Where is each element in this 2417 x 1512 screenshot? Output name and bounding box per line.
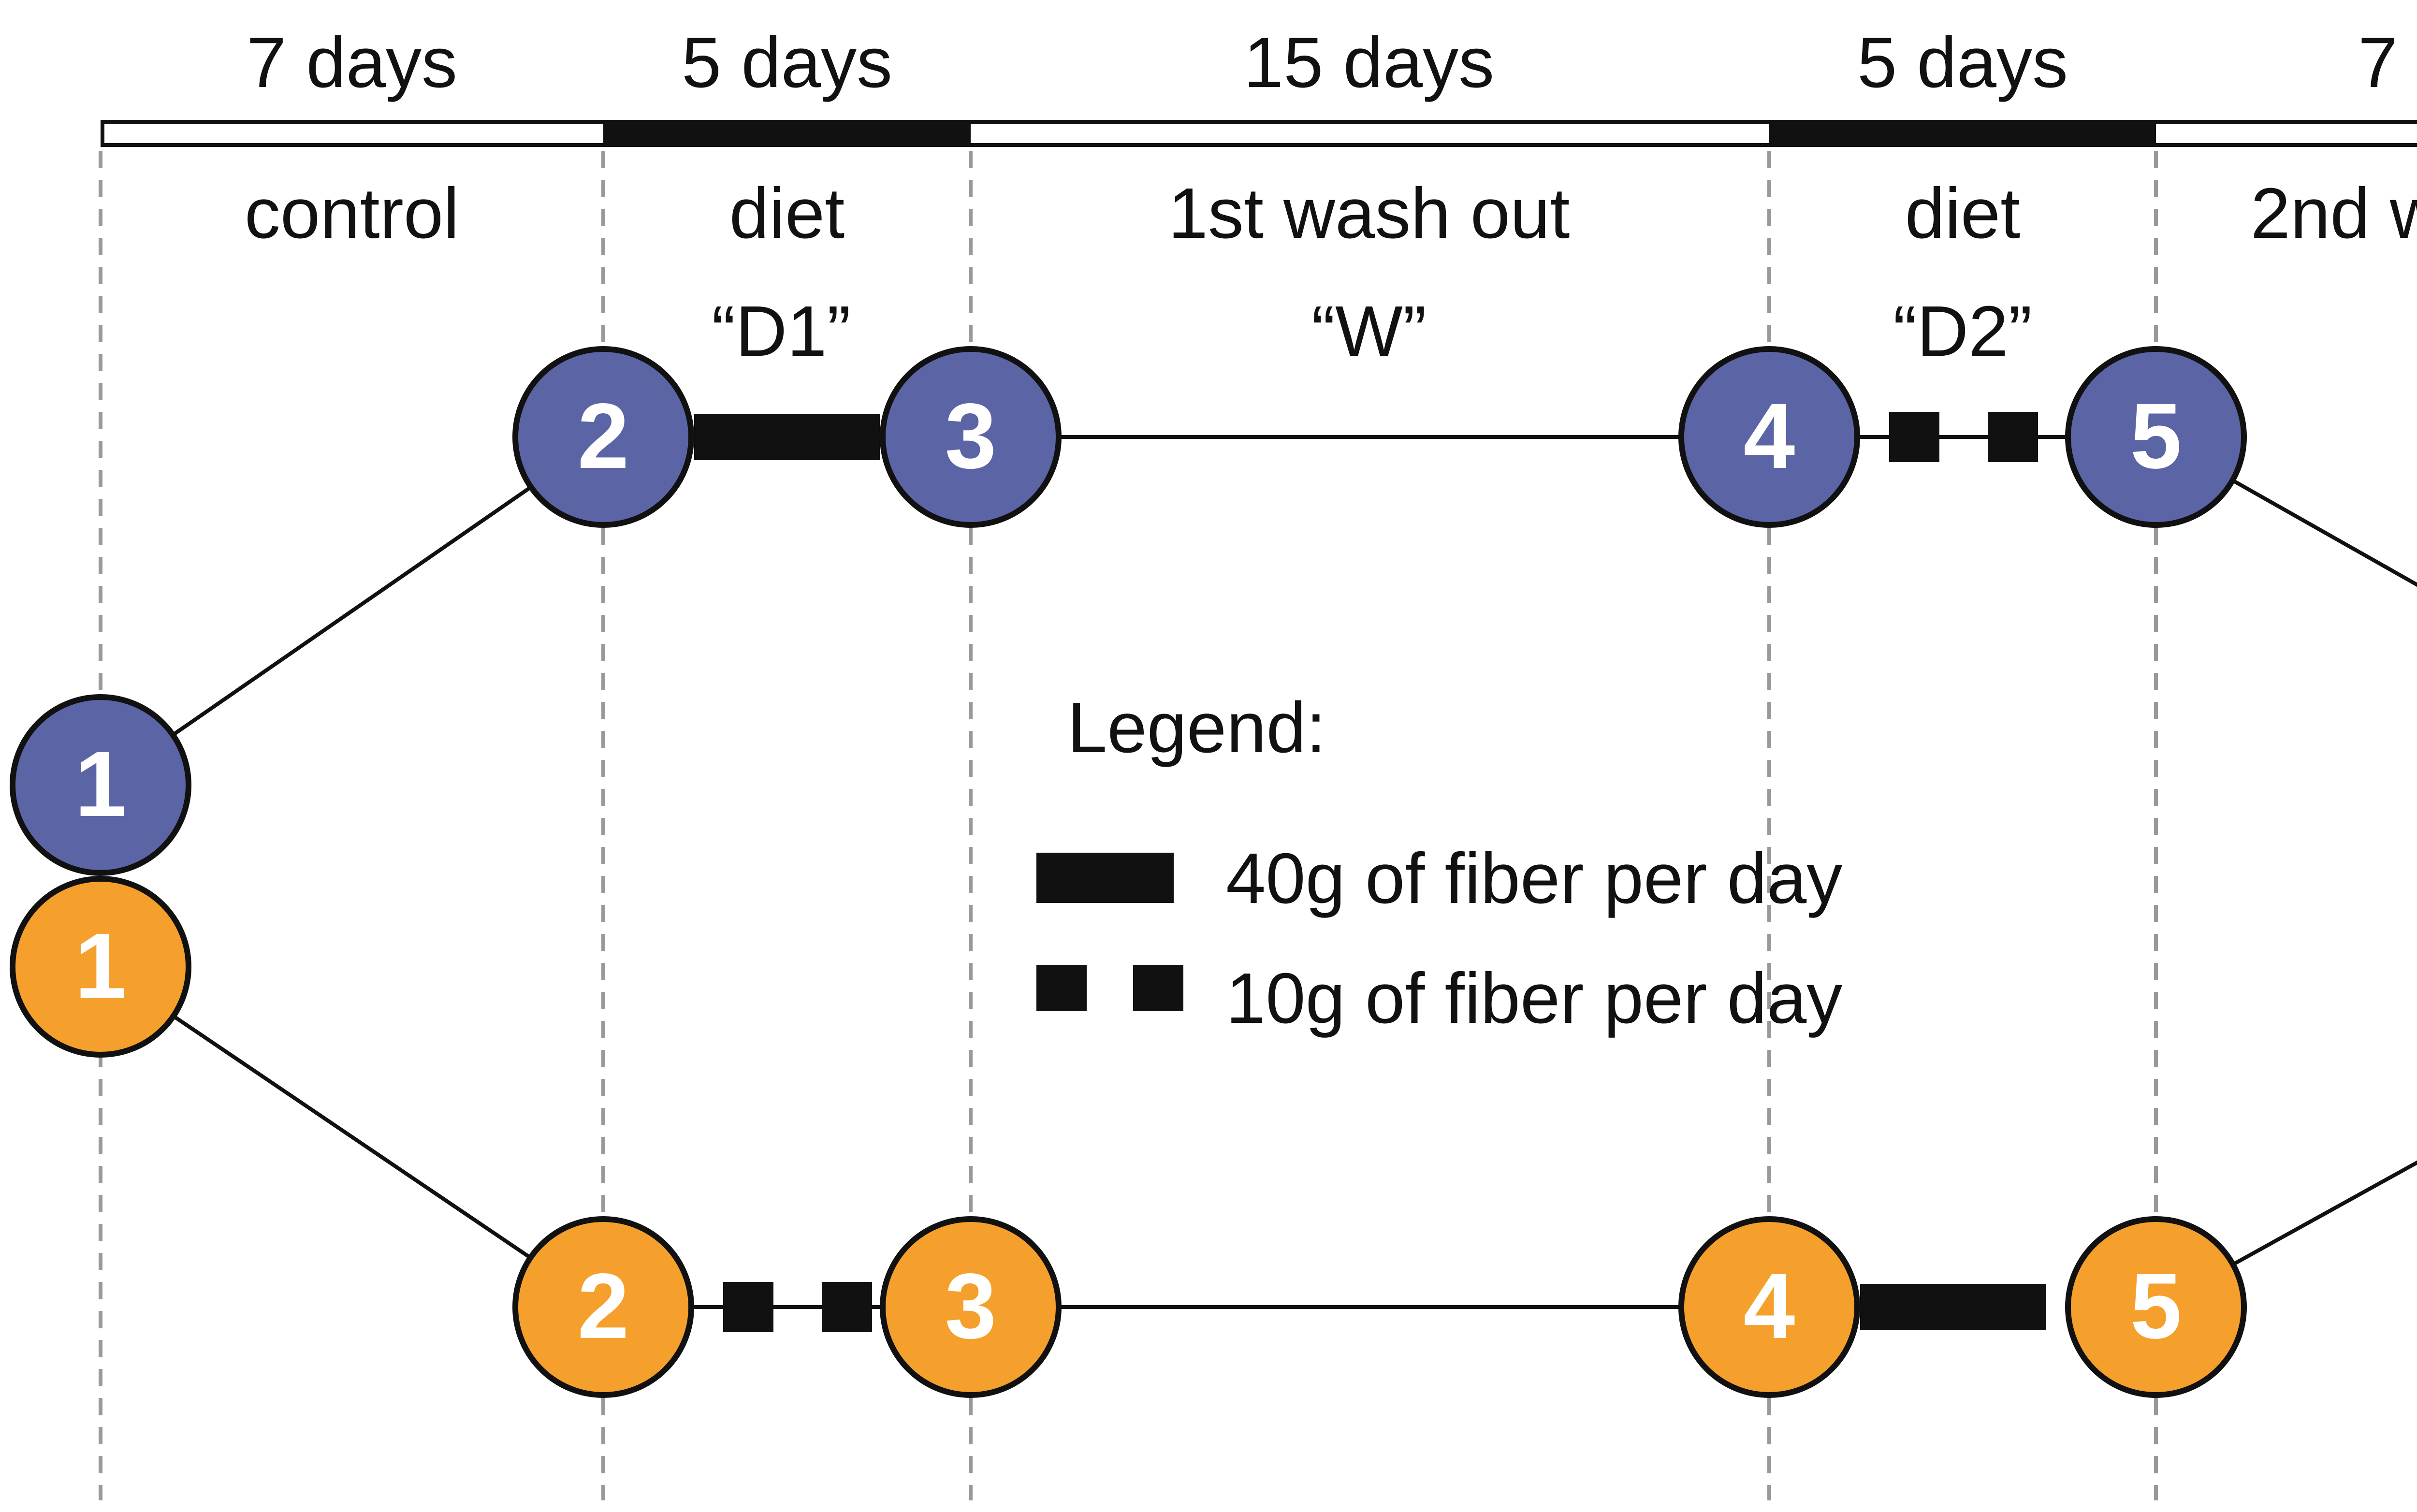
phase-label-washout2: 2nd wash out <box>2250 174 2417 253</box>
connector-blue-5-6 <box>2155 435 2417 587</box>
node-blue-1: 1 <box>10 694 191 876</box>
node-orange-1: 1 <box>10 876 191 1058</box>
dose-40g-bar-blue-d1 <box>694 414 880 460</box>
node-blue-2: 2 <box>512 346 694 528</box>
dose-10g-square-blue-d2-b <box>1988 412 2038 462</box>
legend-40g-symbol <box>1036 853 1174 903</box>
dose-10g-square-orange-d1-a <box>723 1282 773 1332</box>
duration-label-diet2: 5 days <box>1857 23 2068 102</box>
node-blue-3: 3 <box>880 346 1062 528</box>
connector-orange-1-2 <box>99 965 605 1309</box>
legend-title: Legend: <box>1067 688 1326 768</box>
code-label-d1: “D1” <box>712 292 851 371</box>
node-blue-4: 4 <box>1678 346 1860 528</box>
legend-10g-symbol-a <box>1036 965 1087 1011</box>
phase-label-diet1: diet <box>729 174 845 253</box>
phase-label-diet2: diet <box>1905 174 2021 253</box>
duration-label-control: 7 days <box>246 23 458 102</box>
duration-label-washout2: 7 days <box>2358 23 2417 102</box>
node-orange-5: 5 <box>2065 1216 2247 1398</box>
node-orange-3: 3 <box>880 1216 1062 1398</box>
phase-label-washout1: 1st wash out <box>1168 174 1570 253</box>
code-label-d2: “D2” <box>1893 292 2032 371</box>
dose-40g-bar-orange-d2 <box>1860 1284 2046 1330</box>
phase-label-control: control <box>244 174 460 253</box>
node-orange-2: 2 <box>512 1216 694 1398</box>
timeline-diet-segment-d2 <box>1769 120 2156 147</box>
connector-blue-1-2 <box>99 435 605 787</box>
dose-10g-square-orange-d1-b <box>822 1282 872 1332</box>
legend-10g-symbol-b <box>1133 965 1183 1011</box>
dose-10g-square-blue-d2-a <box>1889 412 1939 462</box>
duration-label-washout1: 15 days <box>1243 23 1495 102</box>
node-orange-4: 4 <box>1678 1216 1860 1398</box>
duration-label-diet1: 5 days <box>681 23 893 102</box>
legend-10g-label: 10g of fiber per day <box>1226 959 1843 1038</box>
timeline-diet-segment-d1 <box>603 120 971 147</box>
code-label-w: “W” <box>1311 292 1427 371</box>
node-blue-5: 5 <box>2065 346 2247 528</box>
legend-40g-label: 40g of fiber per day <box>1226 839 1843 918</box>
connector-orange-5-6 <box>2155 1160 2417 1309</box>
